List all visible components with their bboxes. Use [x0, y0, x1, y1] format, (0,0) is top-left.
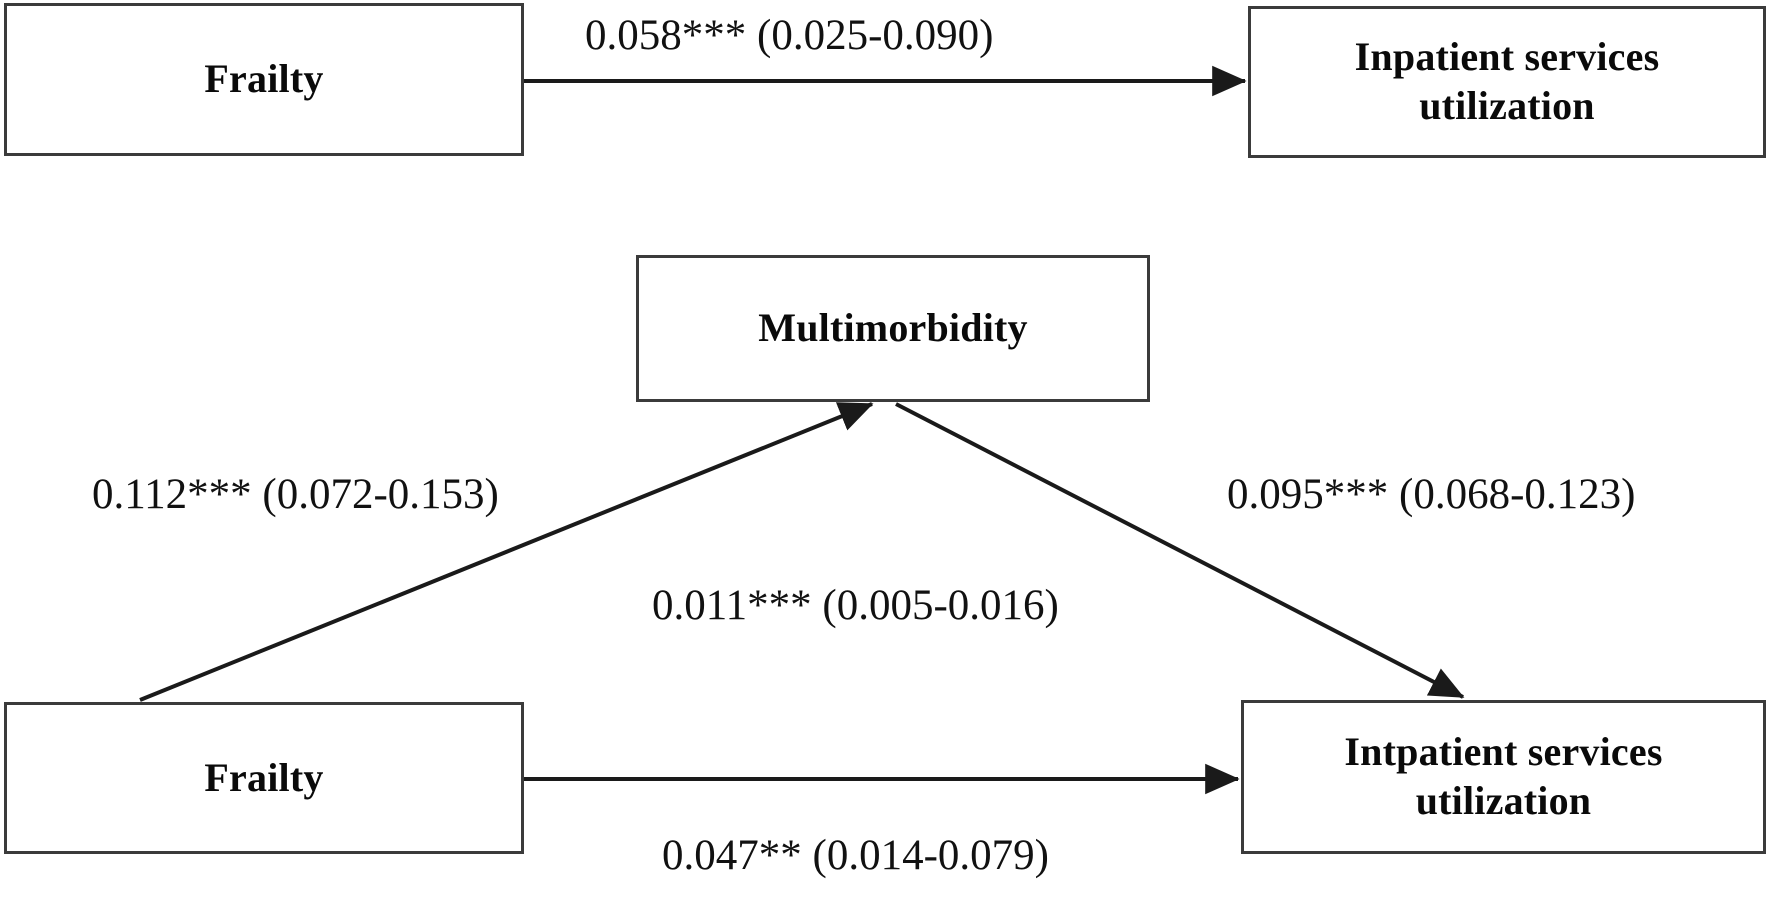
- edge-label-a-path: 0.112*** (0.072-0.153): [92, 471, 499, 518]
- edge-label-direct-effect: 0.047** (0.014-0.079): [662, 832, 1049, 879]
- arrow-b-path: [895, 402, 1465, 699]
- node-inpatient-services-top-label: Inpatient services utilization: [1354, 34, 1660, 128]
- node-frailty-top-label: Frailty: [204, 56, 324, 102]
- node-frailty-top[interactable]: Frailty: [4, 3, 524, 156]
- edge-label-b-path: 0.095*** (0.068-0.123): [1227, 471, 1636, 518]
- edge-label-total-effect: 0.058*** (0.025-0.090): [585, 12, 994, 59]
- node-multimorbidity-label: Multimorbidity: [758, 305, 1028, 351]
- node-frailty-bottom-label: Frailty: [204, 754, 324, 800]
- edge-label-indirect-effect: 0.011*** (0.005-0.016): [652, 582, 1059, 629]
- arrow-a-path: [139, 402, 874, 702]
- node-inpatient-services-bottom-label: Intpatient services utilization: [1344, 729, 1663, 823]
- node-inpatient-services-top[interactable]: Inpatient services utilization: [1248, 6, 1766, 158]
- node-frailty-bottom[interactable]: Frailty: [4, 702, 524, 854]
- node-inpatient-services-bottom[interactable]: Intpatient services utilization: [1241, 700, 1766, 854]
- node-multimorbidity[interactable]: Multimorbidity: [636, 255, 1150, 402]
